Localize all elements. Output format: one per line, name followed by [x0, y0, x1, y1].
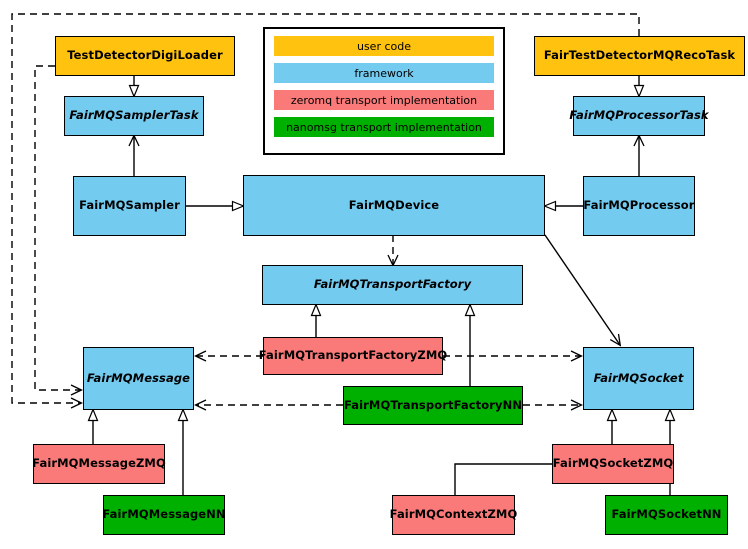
edge-device-socket [544, 234, 620, 345]
legend-label: framework [354, 66, 414, 80]
node-fairmq-transport-factory[interactable]: FairMQTransportFactory [262, 265, 523, 305]
node-label: FairMQTransportFactoryZMQ [258, 348, 448, 363]
node-fairmq-sampler-task[interactable]: FairMQSamplerTask [64, 96, 204, 136]
legend-item-zeromq: zeromq transport implementation [274, 90, 494, 110]
node-label: FairMQMessage [86, 370, 191, 385]
legend-label: nanomsg transport implementation [286, 120, 482, 134]
node-fairmq-socket-nn[interactable]: FairMQSocketNN [605, 495, 728, 535]
node-label: FairMQSampler [79, 198, 180, 213]
node-label: TestDetectorDigiLoader [67, 48, 223, 63]
edge-contextzmq-socketzmq [454, 458, 567, 495]
node-label: FairMQSocketNN [611, 507, 722, 522]
node-label: FairTestDetectorMQRecoTask [543, 48, 736, 63]
node-label: FairMQContextZMQ [389, 507, 518, 522]
node-label: FairMQTransportFactory [313, 277, 472, 292]
node-fairmq-message-zmq[interactable]: FairMQMessageZMQ [32, 444, 166, 484]
node-fairtestdetector-mq-reco-task[interactable]: FairTestDetectorMQRecoTask [534, 36, 745, 76]
node-label: FairMQProcessorTask [569, 108, 709, 123]
node-fairmq-message-nn[interactable]: FairMQMessageNN [102, 495, 226, 535]
node-label: FairMQSocketZMQ [552, 456, 674, 471]
legend-label: user code [356, 39, 412, 53]
legend-item-framework: framework [274, 63, 494, 83]
node-fairmq-transport-factory-zmq[interactable]: FairMQTransportFactoryZMQ [259, 337, 447, 375]
node-label: FairMQTransportFactoryNN [343, 397, 523, 412]
legend-panel: user code framework zeromq transport imp… [263, 27, 505, 155]
node-label: FairMQDevice [348, 197, 440, 212]
node-fairmq-sampler[interactable]: FairMQSampler [73, 176, 186, 236]
node-test-detector-digi-loader[interactable]: TestDetectorDigiLoader [55, 36, 235, 76]
node-fairmq-device[interactable]: FairMQDevice [243, 175, 545, 236]
node-label: FairMQMessageNN [102, 507, 226, 522]
node-label: FairMQMessageZMQ [32, 456, 166, 471]
node-fairmq-message[interactable]: FairMQMessage [83, 347, 194, 410]
node-fairmq-socket-zmq[interactable]: FairMQSocketZMQ [552, 444, 674, 484]
node-label: FairMQSamplerTask [69, 108, 199, 123]
node-fairmq-context-zmq[interactable]: FairMQContextZMQ [389, 495, 518, 535]
node-fairmq-processor[interactable]: FairMQProcessor [583, 176, 695, 236]
legend-item-nanomsg: nanomsg transport implementation [274, 117, 494, 137]
node-fairmq-socket[interactable]: FairMQSocket [583, 347, 694, 410]
node-label: FairMQProcessor [583, 198, 695, 213]
legend-label: zeromq transport implementation [290, 93, 478, 107]
node-fairmq-processor-task[interactable]: FairMQProcessorTask [569, 96, 709, 136]
legend-item-user-code: user code [274, 36, 494, 56]
node-fairmq-transport-factory-nn[interactable]: FairMQTransportFactoryNN [343, 386, 523, 425]
node-label: FairMQSocket [593, 370, 684, 385]
